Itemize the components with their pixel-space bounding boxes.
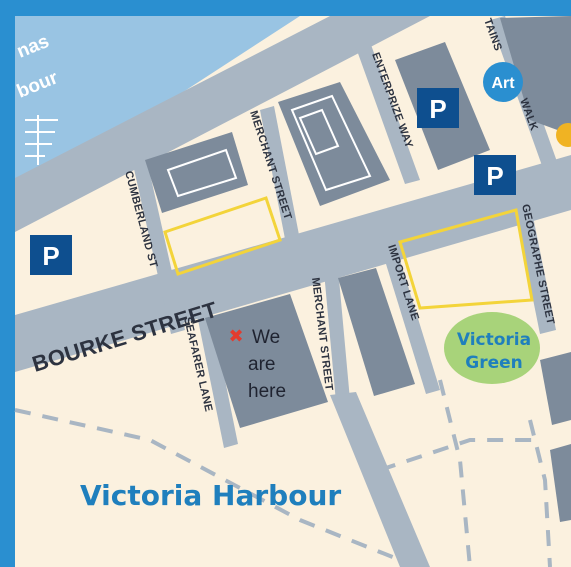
partial-marker-east — [556, 123, 571, 147]
building-we-are-here — [205, 294, 328, 428]
road-merchant-north — [260, 106, 300, 244]
parking-marker-west[interactable]: P — [30, 235, 72, 275]
road-geographe — [510, 182, 556, 334]
road-cumberland — [132, 156, 185, 334]
road-bourke-street — [15, 155, 571, 372]
dashed-path-green — [379, 438, 540, 472]
dashed-path-harbour — [14, 408, 401, 562]
art-marker[interactable]: Art — [483, 62, 523, 102]
parking-icon — [417, 88, 459, 128]
road-import — [378, 234, 440, 394]
road-south-diagonal — [330, 392, 430, 567]
building-east-2 — [550, 444, 571, 522]
building-east-1 — [540, 352, 571, 425]
you-are-here-line-2: are — [248, 354, 275, 375]
parking-icon — [30, 235, 72, 275]
victoria-green-label-2: Green — [465, 353, 523, 373]
you-are-here-marker: ✖ We are here — [228, 326, 286, 402]
jetty — [25, 115, 58, 165]
lot-outlines — [163, 196, 534, 310]
victoria-green-label-1: Victoria — [457, 330, 531, 350]
lot-cumberland — [163, 196, 282, 276]
location-x-icon: ✖ — [228, 326, 243, 347]
parking-label-enterprize: P — [429, 94, 446, 124]
parking-icon — [474, 155, 516, 195]
you-are-here-line-3: here — [248, 381, 286, 402]
parking-label-walk: P — [486, 161, 503, 191]
dashed-path-south — [438, 379, 472, 567]
dashed-paths — [14, 379, 552, 567]
victoria-green-park[interactable] — [444, 312, 540, 384]
building-merchant — [278, 82, 390, 206]
victoria-harbour-label: Victoria Harbour — [80, 479, 341, 512]
art-icon — [483, 62, 523, 102]
road-merchant-south — [322, 246, 350, 402]
art-label: Art — [491, 75, 515, 92]
dashed-path-east — [528, 419, 552, 567]
parking-marker-enterprize[interactable]: P — [417, 88, 459, 128]
building-import-west — [338, 268, 415, 396]
building-details — [166, 94, 372, 198]
harbour-water — [15, 16, 300, 180]
parking-marker-walk[interactable]: P — [474, 155, 516, 195]
road-enterprize — [355, 42, 420, 184]
lot-import — [398, 208, 534, 310]
roads — [15, 16, 571, 567]
parking-label-west: P — [42, 241, 59, 271]
road-seafarer — [196, 306, 238, 448]
road-waterfront — [15, 16, 430, 232]
you-are-here-line-1: We — [252, 327, 280, 348]
building-walk-east — [500, 16, 571, 135]
